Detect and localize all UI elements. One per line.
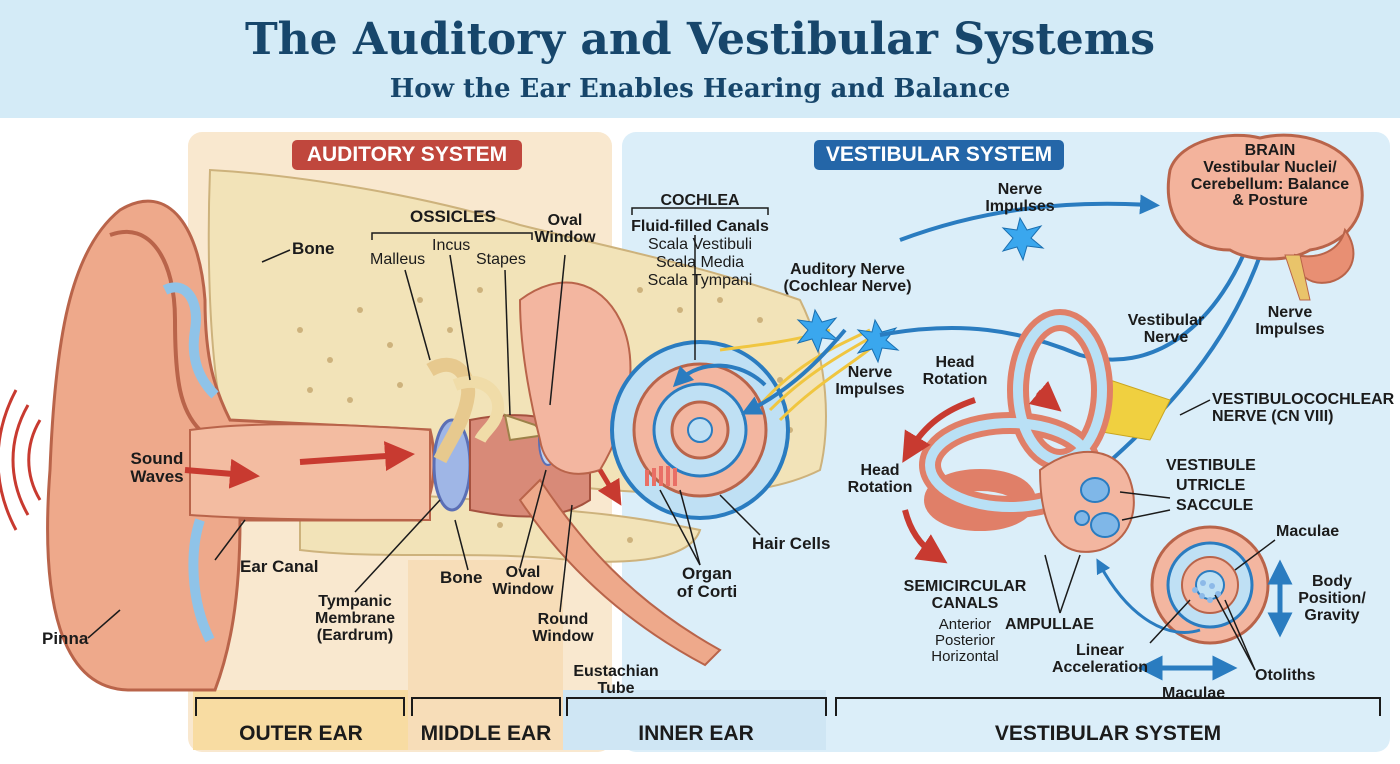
label-vestibulocochlear: VESTIBULOCOCHLEAR NERVE (CN VIII) [1212, 391, 1395, 425]
label-cochlea: COCHLEA [660, 192, 740, 209]
label-bone-top: Bone [292, 239, 335, 258]
label-scala-media: Scala Media [655, 254, 745, 271]
sound-arrows [184, 441, 415, 489]
label-linear-acceleration: Linear Acceleration [1051, 642, 1149, 676]
fluid-arrow [597, 468, 622, 506]
middle-ear-band [408, 560, 563, 750]
label-utricle: UTRICLE [1176, 477, 1246, 494]
incus-shape [452, 375, 505, 444]
label-tympanic-membrane: Tympanic Membrane (Eardrum) [314, 593, 396, 644]
label-vestibular-nerve: Vestibular Nerve [1127, 312, 1205, 346]
label-nerve-impulses-mid: Nerve Impulses [835, 364, 905, 398]
label-body-position: Body Position/ Gravity [1298, 573, 1366, 624]
utricle-saccule [1074, 477, 1120, 538]
rotation-arrows [902, 380, 1062, 564]
label-scala-tympani: Scala Tympani [647, 272, 753, 289]
otolith-dots [1192, 580, 1221, 603]
label-pinna: Pinna [42, 629, 89, 648]
label-round-window: Round Window [532, 611, 594, 645]
region-middle-ear: MIDDLE EAR [420, 722, 552, 745]
label-canals-list: Anterior Posterior Horizontal [931, 616, 999, 665]
label-bone-bottom: Bone [440, 568, 483, 587]
header-band [0, 0, 1400, 118]
label-saccule: SACCULE [1176, 497, 1254, 514]
label-nerve-impulses-right: Nerve Impulses [1255, 304, 1325, 338]
linear-flow-arrow [1096, 558, 1201, 634]
label-auditory-nerve: Auditory Nerve (Cochlear Nerve) [783, 261, 912, 295]
helix-fold [109, 229, 202, 432]
label-hair-cells: Hair Cells [752, 534, 831, 553]
brainstem-shape [1284, 254, 1311, 301]
region-vestibular-system: VESTIBULAR SYSTEM [994, 722, 1222, 745]
auditory-system-banner: AUDITORY SYSTEM [292, 140, 522, 170]
organ-of-corti-cells [645, 466, 677, 486]
ear-canal [189, 423, 431, 522]
label-brain: BRAIN Vestibular Nuclei/ Cerebellum: Bal… [1190, 142, 1350, 210]
nerve-pathways [741, 194, 1277, 472]
label-incus: Incus [432, 237, 471, 254]
label-ossicles: OSSICLES [410, 207, 496, 226]
region-brackets [195, 697, 1381, 716]
region-inner-ear: INNER EAR [638, 722, 754, 745]
label-otoliths: Otoliths [1255, 667, 1316, 684]
malleus-shape [426, 357, 476, 464]
vestibular-system-banner: VESTIBULAR SYSTEM [814, 140, 1064, 170]
nerve-sparks [796, 216, 1045, 364]
label-malleus: Malleus [370, 251, 426, 268]
cochlea-bracket [631, 207, 769, 215]
cerebellum-shape [1293, 227, 1355, 284]
inner-vestibule [518, 281, 632, 475]
label-head-rotation-left: Head Rotation [847, 462, 913, 496]
ossicles-bracket [371, 232, 533, 240]
cartilage-blue-lower [188, 518, 215, 643]
label-oval-window-top: Oval Window [534, 212, 596, 246]
label-stapes: Stapes [476, 251, 526, 268]
label-vestibule: VESTIBULE [1166, 457, 1256, 474]
label-maculae-bottom: Maculae [1162, 685, 1226, 702]
cartilage-blue [162, 282, 219, 399]
leader-lines [87, 235, 1276, 671]
page-title: The Auditory and Vestibular Systems [244, 14, 1156, 65]
outer-ear-band [193, 690, 408, 750]
label-oval-window-bottom: Oval Window [492, 564, 554, 598]
brain-shape [1166, 133, 1364, 261]
label-sound-waves: Sound Waves [130, 449, 184, 486]
label-head-rotation-top: Head Rotation [922, 354, 988, 388]
label-eustachian-tube: Eustachian Tube [573, 663, 659, 697]
label-fluid-canals: Fluid-filled Canals [631, 218, 769, 235]
sound-wave-arcs [0, 389, 42, 531]
label-nerve-impulses-top: Nerve Impulses [985, 181, 1055, 215]
page-subtitle: How the Ear Enables Hearing and Balance [389, 74, 1011, 104]
label-ear-canal: Ear Canal [240, 557, 319, 576]
inner-ear-band [563, 690, 826, 750]
label-scala-vestibuli: Scala Vestibuli [647, 236, 753, 253]
label-semicircular-canals: SEMICIRCULAR CANALS [903, 578, 1027, 612]
label-organ-of-corti: Organ of Corti [676, 564, 738, 601]
cochlea-flow-arrow [672, 363, 767, 388]
region-outer-ear: OUTER EAR [239, 722, 363, 745]
label-maculae-right: Maculae [1276, 523, 1340, 540]
label-ampullae: AMPULLAE [1005, 616, 1094, 633]
